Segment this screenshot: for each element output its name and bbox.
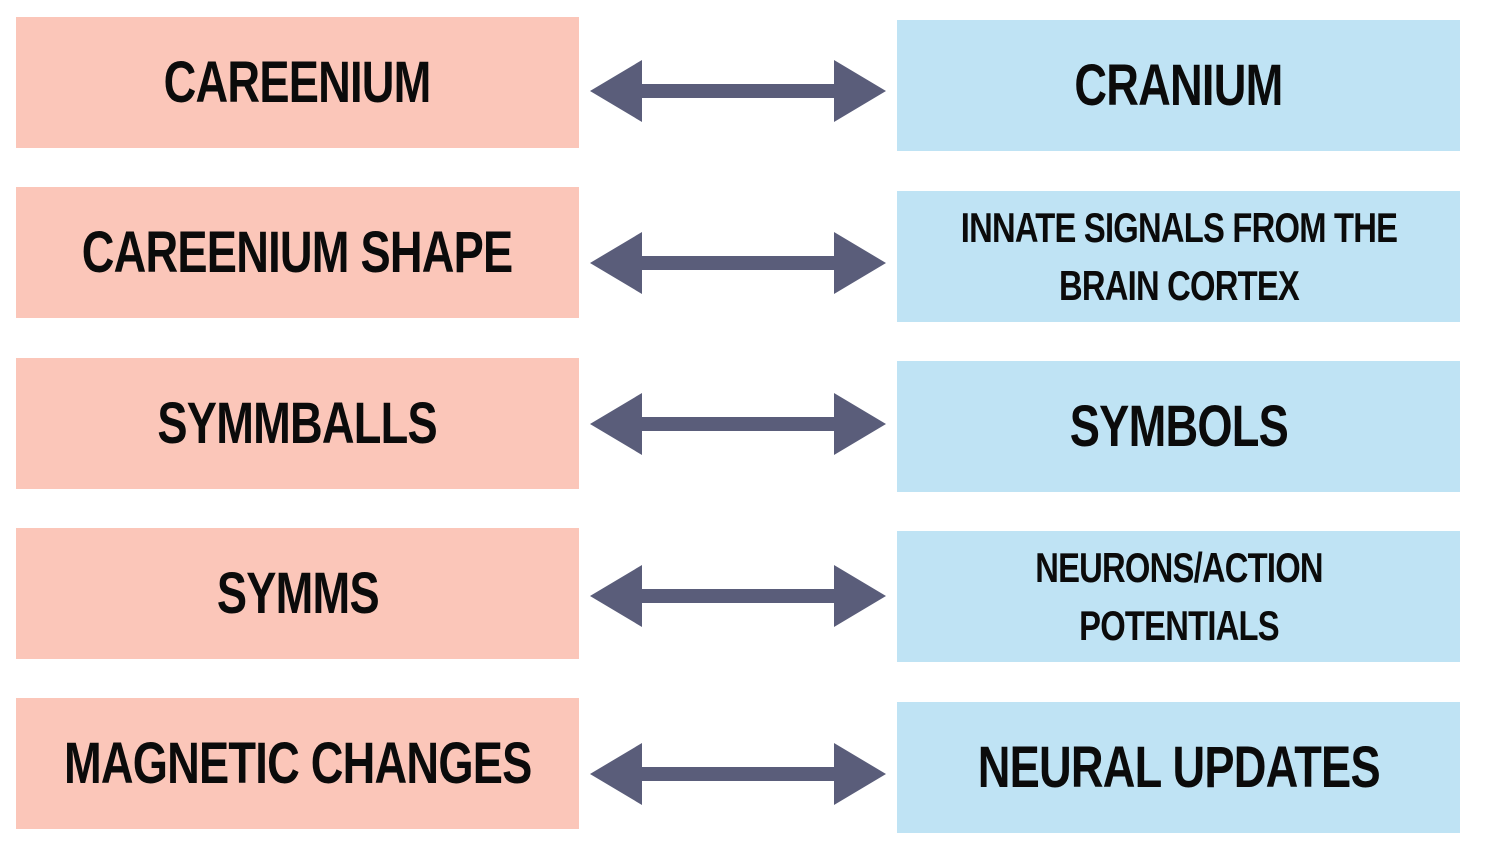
right-box-label: CRANIUM (1074, 53, 1283, 118)
right-box-innate-signals: INNATE SIGNALS FROM THE BRAIN CORTEX (897, 191, 1460, 322)
right-box-label: NEURAL UPDATES (977, 735, 1380, 800)
left-box-label: CAREENIUM (164, 50, 432, 115)
left-box-label: MAGNETIC CHANGES (63, 731, 532, 796)
left-box-careenium-shape: CAREENIUM SHAPE (16, 187, 579, 318)
left-box-label: SYMMS (216, 561, 380, 626)
right-box-neurons: NEURONS/ACTION POTENTIALS (897, 531, 1460, 662)
right-box-label: NEURONS/ACTION POTENTIALS (1034, 543, 1323, 649)
right-box-label: SYMBOLS (1069, 394, 1288, 459)
double-arrow-icon (590, 393, 886, 455)
right-box-neural-updates: NEURAL UPDATES (897, 702, 1460, 833)
right-box-symbols: SYMBOLS (897, 361, 1460, 492)
left-box-careenium: CAREENIUM (16, 17, 579, 148)
left-box-symmballs: SYMMBALLS (16, 358, 579, 489)
double-arrow-icon (590, 743, 886, 805)
double-arrow-icon (590, 60, 886, 122)
left-box-label: SYMMBALLS (157, 391, 438, 456)
double-arrow-icon (590, 232, 886, 294)
left-box-symms: SYMMS (16, 528, 579, 659)
right-box-label: INNATE SIGNALS FROM THE BRAIN CORTEX (960, 203, 1397, 309)
double-arrow-icon (590, 565, 886, 627)
left-box-magnetic-changes: MAGNETIC CHANGES (16, 698, 579, 829)
left-box-label: CAREENIUM SHAPE (82, 220, 513, 285)
right-box-cranium: CRANIUM (897, 20, 1460, 151)
